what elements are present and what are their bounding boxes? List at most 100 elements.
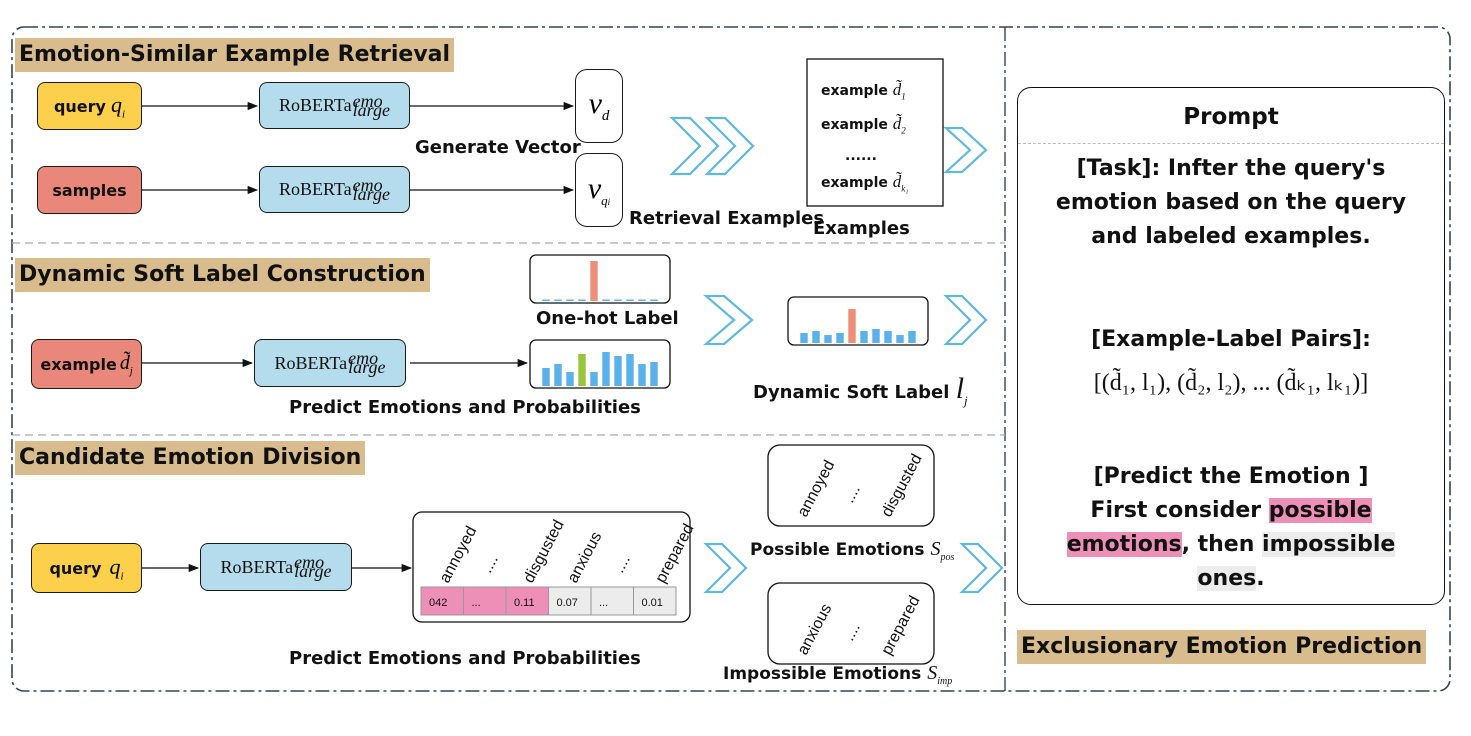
chart-bar (554, 364, 562, 386)
chart-bar (614, 356, 622, 386)
example-dj-box: example d̃j (31, 339, 142, 389)
chart-bar (554, 299, 562, 301)
probability-value: ... (472, 597, 481, 609)
probs-chart-frame (529, 339, 671, 389)
possible-emotions-caption: Possible Emotions Spos (750, 538, 955, 563)
example-item-ellipsis: ...... (845, 147, 877, 164)
chart-bar (578, 299, 586, 301)
table-emotion-2: .... (479, 552, 502, 576)
impossible-emotion-2: .... (841, 620, 864, 644)
chevron-icon (943, 126, 988, 174)
chart-bar (542, 368, 550, 386)
impossible-emotions-box (767, 582, 935, 665)
section-retrieval-title: Emotion-Similar Example Retrieval (15, 38, 455, 72)
chart-bar (884, 331, 892, 343)
possible-emotion-2: .... (841, 482, 864, 506)
chart-bar (590, 261, 598, 301)
prompt-pairs-formula: [(d̃₁, l₁), (d̃₂, l₂), ... (d̃ₖ₁, lₖ₁)] (1093, 370, 1369, 396)
vector-vd: vd (575, 69, 623, 143)
chart-bar (626, 354, 634, 386)
chevron-icon (703, 294, 754, 346)
highlight-possible: possible (1268, 498, 1372, 523)
probability-value: 042 (429, 597, 447, 609)
chart-bar (896, 335, 904, 343)
probability-value: 0.07 (557, 597, 578, 609)
chart-bar (590, 372, 598, 386)
possible-emotions-box (767, 444, 935, 527)
query-box-2: query qi (31, 543, 142, 593)
chart-bar (638, 364, 646, 386)
chevron-icon (704, 116, 755, 176)
vector-vq: vqi (575, 153, 623, 227)
chart-bar (908, 331, 916, 343)
chevron-icon (943, 294, 988, 346)
generate-vector-caption: Generate Vector (415, 137, 581, 158)
onehot-chart-frame (529, 254, 671, 304)
prompt-title: Prompt (1183, 104, 1279, 130)
chart-bar (872, 329, 880, 343)
predict-caption-1: Predict Emotions and Probabilities (289, 397, 641, 418)
chevron-icon (669, 116, 720, 176)
samples-box: samples (37, 166, 142, 214)
chart-bar (848, 309, 856, 343)
chart-bar (650, 299, 658, 301)
chart-bar (638, 299, 646, 301)
prompt-pairs-heading: [Example-Label Pairs]: (1091, 327, 1371, 352)
probability-value: 0.01 (642, 597, 663, 609)
chart-bar (836, 333, 844, 343)
query-box: query qi (37, 82, 142, 130)
chart-bar (566, 299, 574, 301)
prompt-title-divider (1018, 143, 1444, 144)
examples-list: example d̃1 example d̃2 ...... example d… (821, 76, 939, 203)
chart-bar (812, 331, 820, 343)
roberta-model-3: Predict Emotions and Probabilities RoBER… (254, 339, 406, 387)
outer-frame (11, 26, 1451, 692)
chart-bar (602, 352, 610, 386)
retrieval-examples-caption: Retrieval Examples (629, 208, 825, 229)
example-item-k: example d̃k₁ (821, 171, 909, 194)
chevron-icon (959, 542, 1004, 594)
example-item-1: example d̃1 (821, 80, 906, 102)
section-prediction-title: Exclusionary Emotion Prediction (1017, 630, 1427, 664)
dynamic-soft-label-caption: Dynamic Soft Label lj (753, 372, 968, 408)
query-label-2: query (49, 558, 102, 578)
chart-bar (578, 354, 586, 386)
probability-cell (463, 586, 507, 616)
probability-value: ... (599, 597, 608, 609)
chart-bar (800, 333, 808, 343)
chart-bar (860, 331, 868, 343)
probability-cell (633, 586, 677, 616)
predict-caption-2: Predict Emotions and Probabilities (289, 648, 641, 669)
prompt-task: [Task]: Infter the query's emotion based… (1055, 156, 1407, 249)
chart-bar (566, 372, 574, 386)
prompt-panel: Prompt [Task]: Infter the query's emotio… (1017, 87, 1445, 605)
prompt-predict: [Predict the Emotion ] First consider po… (1066, 464, 1396, 591)
section-soft-label-title: Dynamic Soft Label Construction (15, 258, 430, 292)
examples-document (806, 58, 944, 207)
table-emotion-5: .... (611, 552, 634, 576)
probability-cell (590, 586, 634, 616)
chevron-icon (703, 542, 748, 594)
examples-caption: Examples (813, 218, 910, 239)
samples-label: samples (52, 180, 127, 200)
example-item-2: example d̃2 (821, 114, 906, 136)
highlight-impossible: impossible (1262, 532, 1396, 557)
chart-bar (602, 299, 610, 301)
chart-bar (542, 299, 550, 301)
probability-value: 0.11 (514, 597, 535, 609)
soft-chart-frame (787, 296, 929, 346)
one-hot-label-caption: One-hot Label (536, 308, 679, 329)
query-label: query (53, 96, 106, 116)
section-division-title: Candidate Emotion Division (15, 441, 366, 475)
example-label: example (40, 354, 117, 374)
chart-bar (650, 362, 658, 386)
chart-bar (626, 299, 634, 301)
chart-bar (614, 299, 622, 301)
chart-bar (824, 335, 832, 343)
impossible-emotions-caption: Impossible Emotions Simp (723, 662, 953, 687)
